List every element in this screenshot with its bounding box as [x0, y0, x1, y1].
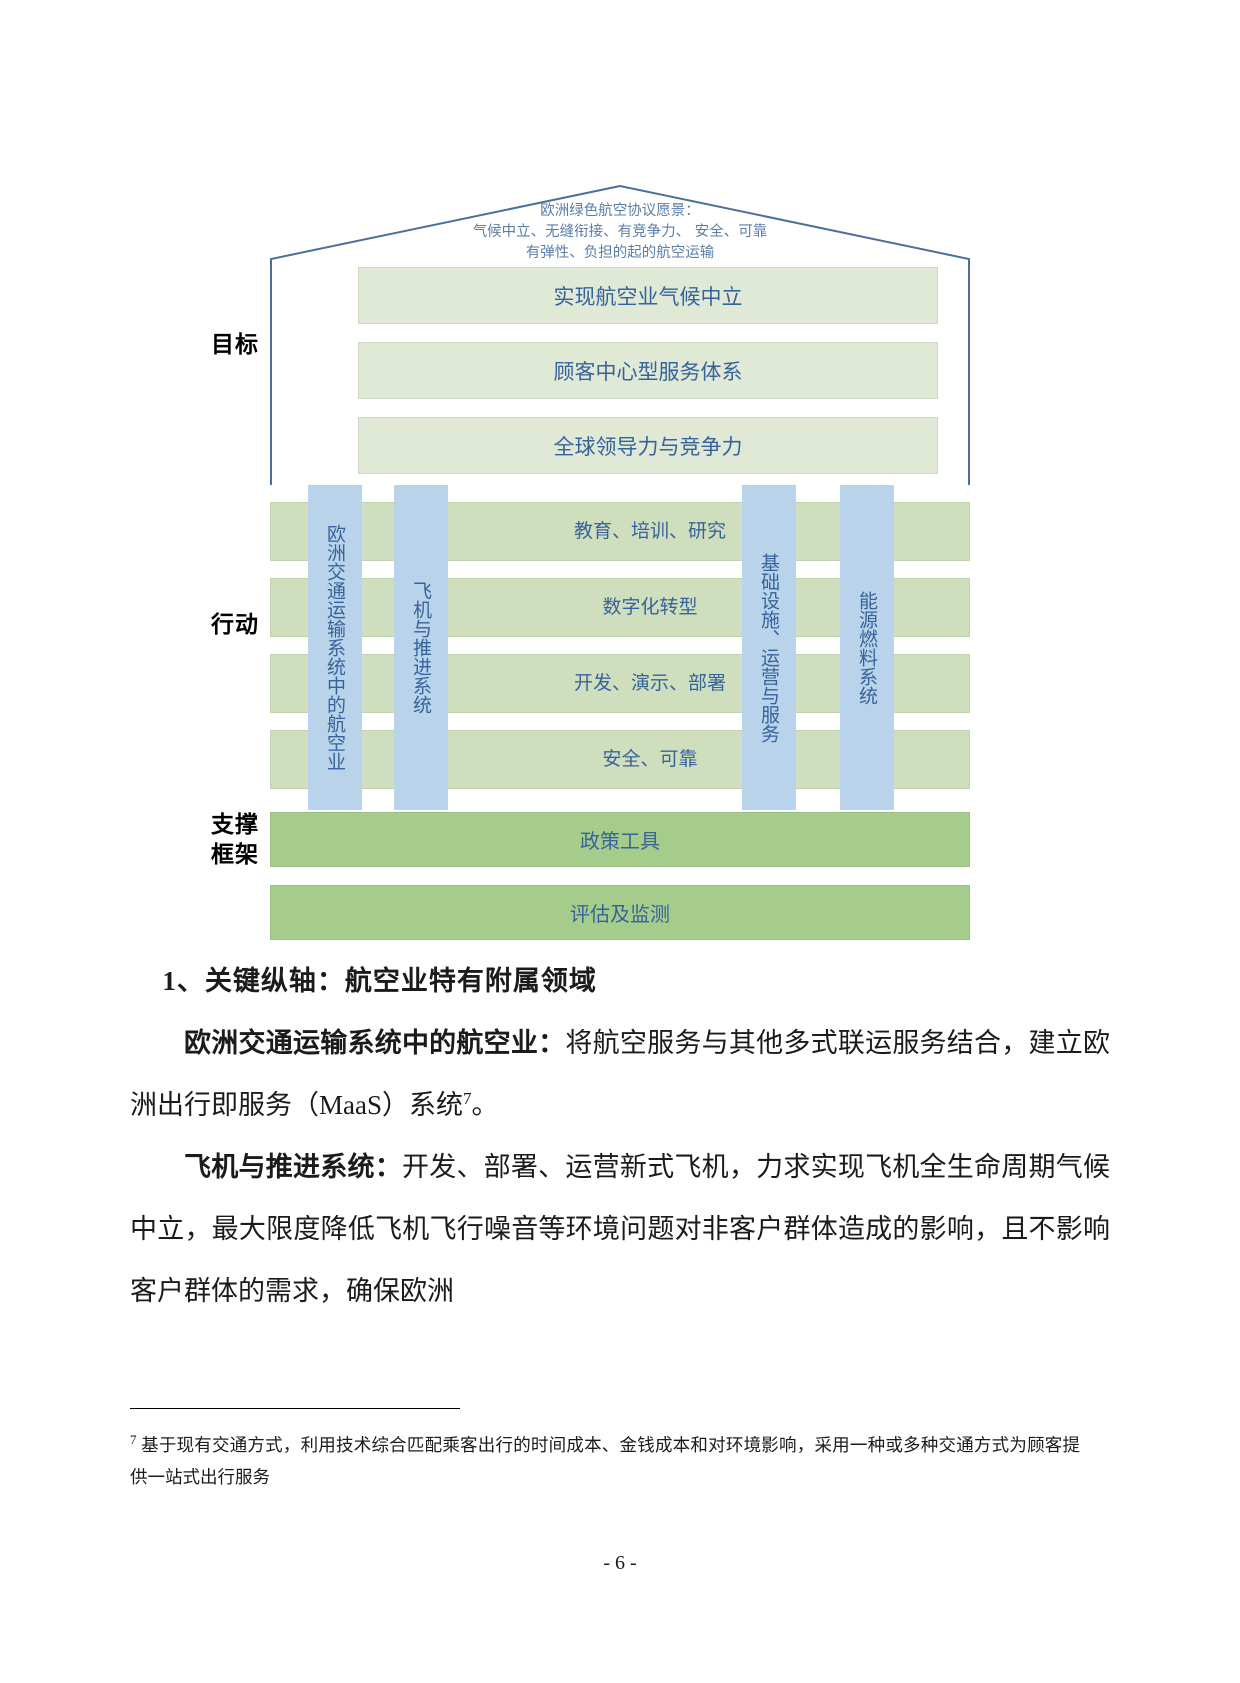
pillar-aviation-in-european-transport: 欧洲交通运输系统中的航空业 [308, 485, 362, 810]
paragraph-2-lead: 飞机与推进系统： [184, 1152, 402, 1182]
support-bar-policy-tools: 政策工具 [270, 812, 970, 867]
paragraph-1-body: 将航空服务与其他多式联运服务结合，建立欧洲出行即服务（MaaS）系统 [130, 1028, 1111, 1120]
footnote-divider [130, 1408, 460, 1409]
pillar-infrastructure-operations-services: 基础设施、运营与服务 [742, 485, 796, 810]
action-strip-label-3: 开发、演示、部署 [573, 672, 726, 694]
paragraph-1: 欧洲交通运输系统中的航空业：将航空服务与其他多式联运服务结合，建立欧洲出行即服务… [130, 1028, 1111, 1120]
roof-vision-text: 欧洲绿色航空协议愿景： 气候中立、无缝衔接、有竞争力、 安全、可靠 有弹性、负担… [472, 203, 768, 261]
side-label-goal: 目标 [211, 332, 259, 358]
action-strip-label-4: 安全、可靠 [602, 748, 698, 770]
support-bar-assessment-monitoring: 评估及监测 [270, 885, 970, 940]
body-text: 1、关键纵轴：航空业特有附属领域 欧洲交通运输系统中的航空业：将航空服务与其他多… [130, 950, 1110, 1322]
goal-box-3: 全球领导力与竞争力 [358, 417, 938, 474]
page-number: - 6 - [603, 1552, 637, 1574]
section-heading: 1、关键纵轴：航空业特有附属领域 [162, 966, 597, 996]
footnote-marker-inline: 7 [463, 1089, 472, 1108]
strategy-house-diagram: 目标 行动 支撑 框架 欧洲绿色航空协议愿景： 气候中立、无缝衔接、有竞争力、 … [200, 185, 970, 940]
paragraph-1-lead: 欧洲交通运输系统中的航空业： [184, 1028, 566, 1058]
roof-and-goals: 欧洲绿色航空协议愿景： 气候中立、无缝衔接、有竞争力、 安全、可靠 有弹性、负担… [270, 185, 970, 485]
pillar-energy-fuel-systems: 能源燃料系统 [840, 485, 894, 810]
action-grid: 欧洲交通运输系统中的航空业 飞机与推进系统 基础设施、运营与服务 能源燃料系统 … [270, 485, 970, 810]
footnote-marker: 7 [130, 1432, 137, 1447]
footnote: 7 基于现有交通方式，利用技术综合匹配乘客出行的时间成本、金钱成本和对环境影响，… [130, 1424, 1080, 1493]
footnote-text: 基于现有交通方式，利用技术综合匹配乘客出行的时间成本、金钱成本和对环境影响，采用… [130, 1434, 1081, 1487]
side-label-action: 行动 [211, 612, 259, 638]
goal-box-2: 顾客中心型服务体系 [358, 342, 938, 399]
goal-box-1: 实现航空业气候中立 [358, 267, 938, 324]
paragraph-2-body: 开发、部署、运营新式飞机，力求实现飞机全生命周期气候中立，最大限度降低飞机飞行噪… [130, 1152, 1111, 1306]
action-strip-label-2: 数字化转型 [602, 596, 698, 618]
roof-outline-icon [270, 185, 970, 485]
action-strip-label-1: 教育、培训、研究 [573, 520, 726, 542]
paragraph-2: 飞机与推进系统：开发、部署、运营新式飞机，力求实现飞机全生命周期气候中立，最大限… [130, 1136, 1110, 1322]
pillar-aircraft-and-propulsion: 飞机与推进系统 [394, 485, 448, 810]
side-label-support-framework: 支撑 框架 [211, 812, 259, 868]
